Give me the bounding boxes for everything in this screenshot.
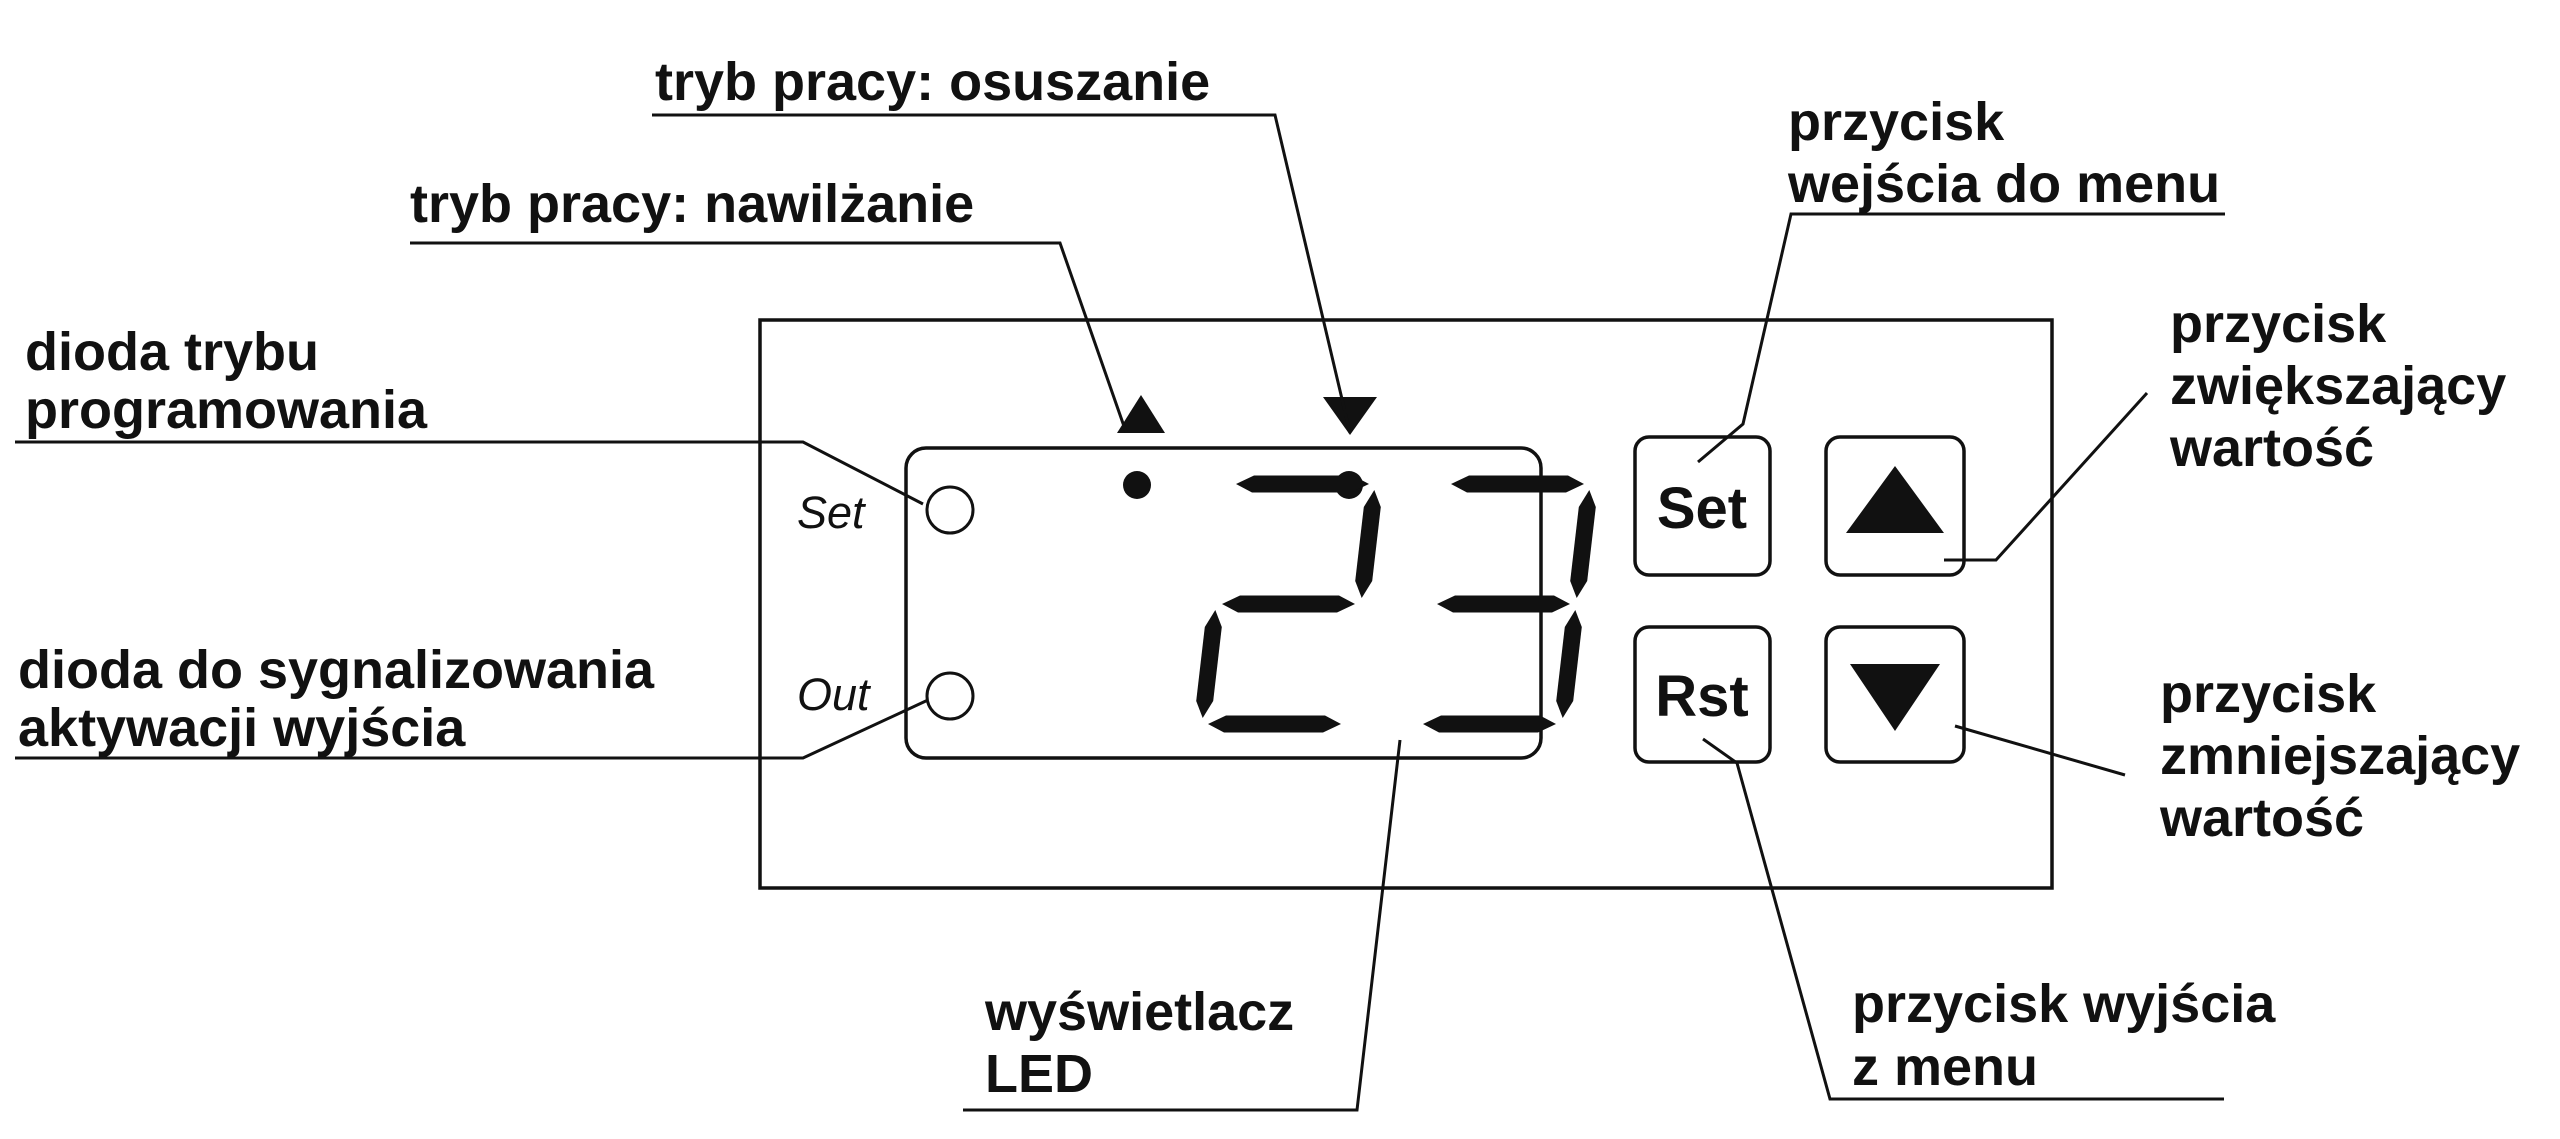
leader-przycisk-wyjscia — [1702, 737, 2224, 1101]
label-dioda-programowania-1: dioda trybu — [25, 322, 319, 382]
led-out-label: Out — [797, 669, 872, 720]
led-set — [925, 485, 975, 535]
leader-wyswietlacz — [963, 739, 1402, 1112]
leader-przycisk-zwiekszajacy — [1944, 391, 2149, 562]
label-przycisk-zmniejszajacy-3: wartość — [2159, 788, 2364, 848]
label-przycisk-zwiekszajacy-1: przycisk — [2170, 294, 2387, 354]
leader-przycisk-menu — [1697, 212, 2225, 464]
led-out — [925, 671, 975, 721]
led-display — [1196, 475, 1596, 733]
mode-dot-humidify — [1123, 471, 1151, 499]
label-dioda-programowania-2: programowania — [25, 380, 428, 440]
label-przycisk-wyjscia-2: z menu — [1852, 1037, 2038, 1097]
label-przycisk-wyjscia-1: przycisk wyjścia — [1852, 974, 2276, 1034]
leader-przycisk-zmniejszajacy — [1954, 724, 2126, 777]
set-button-label: Set — [1657, 476, 1747, 541]
label-przycisk-zmniejszajacy-2: zmniejszający — [2160, 726, 2520, 786]
label-przycisk-zwiekszajacy-3: wartość — [2169, 418, 2374, 478]
device-frame — [758, 318, 2054, 890]
digit-2-segment-d — [1423, 715, 1556, 733]
leader-nawilzanie — [410, 241, 1128, 433]
digit-2-segment-g — [1437, 595, 1570, 613]
mode-up-indicator-icon — [1117, 395, 1165, 433]
digit-2-segment-a — [1451, 475, 1584, 493]
arrow-up-icon — [1846, 466, 1944, 533]
rst-button[interactable] — [1633, 625, 1772, 764]
digit-2-segment-b — [1570, 490, 1596, 598]
label-tryb-osuszanie: tryb pracy: osuszanie — [655, 52, 1210, 112]
label-wyswietlacz-1: wyświetlacz — [984, 982, 1294, 1042]
label-tryb-nawilzanie: tryb pracy: nawilżanie — [410, 174, 974, 234]
label-przycisk-zmniejszajacy-1: przycisk — [2160, 664, 2377, 724]
digit-1-segment-a — [1236, 475, 1369, 493]
leader-osuszanie — [652, 113, 1352, 434]
label-przycisk-menu-1: przycisk — [1788, 92, 2005, 152]
label-dioda-wyjscia-2: aktywacji wyjścia — [18, 698, 466, 758]
rst-button-label: Rst — [1655, 664, 1748, 729]
digit-2-segment-c — [1556, 610, 1582, 718]
label-dioda-wyjscia-1: dioda do sygnalizowania — [18, 640, 655, 700]
leader-dioda-programowania — [15, 440, 924, 506]
leader-lines — [15, 113, 2225, 1112]
mode-down-indicator-icon — [1323, 397, 1377, 435]
set-button[interactable] — [1633, 435, 1772, 577]
label-przycisk-menu-2: wejścia do menu — [1787, 154, 2220, 214]
label-przycisk-zwiekszajacy-2: zwiększający — [2170, 356, 2506, 416]
digit-1-segment-g — [1222, 595, 1355, 613]
arrow-down-icon — [1850, 664, 1940, 731]
leader-dioda-wyjscia — [15, 698, 929, 760]
digit-1-segment-d — [1208, 715, 1341, 733]
label-wyswietlacz-2: LED — [985, 1044, 1093, 1104]
digit-1-segment-b — [1355, 490, 1381, 598]
digit-1-segment-e — [1196, 610, 1222, 718]
led-set-label: Set — [797, 487, 867, 538]
